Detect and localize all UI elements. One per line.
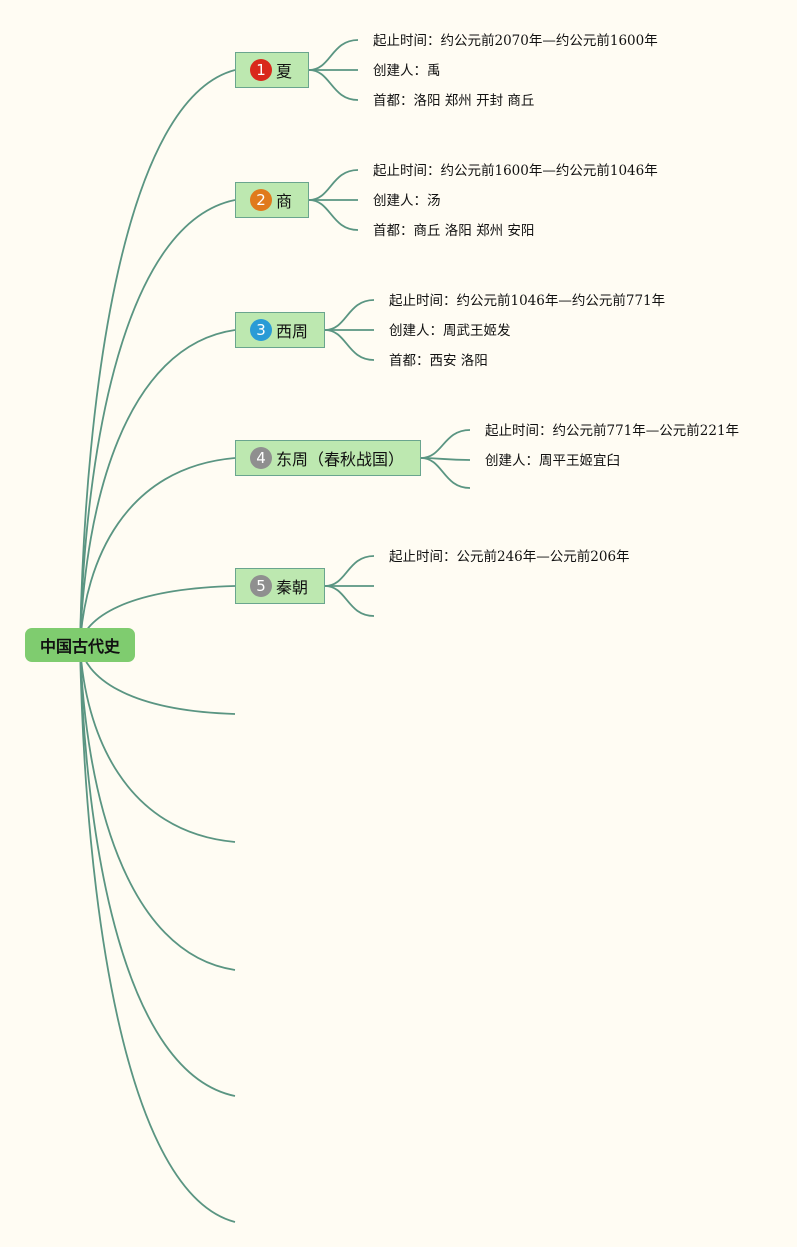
branch-topic-western-zhou[interactable]: 3 西周 [235, 312, 325, 348]
leaf-period[interactable]: 起止时间：约公元前2070年—约公元前1600年 [373, 33, 658, 49]
leaf-founder[interactable]: 创建人：周武王姬发 [389, 323, 511, 339]
number-badge-icon: 2 [250, 189, 272, 211]
leaf-period[interactable]: 起止时间：公元前246年—公元前206年 [389, 549, 630, 565]
leaf-founder[interactable]: 创建人：汤 [373, 193, 441, 209]
leaf-capital[interactable]: 首都：洛阳 郑州 开封 商丘 [373, 93, 535, 109]
branch-label: 东周（春秋战国） [276, 450, 405, 469]
branch-label: 秦朝 [276, 578, 309, 597]
leaf-period[interactable]: 起止时间：约公元前1600年—约公元前1046年 [373, 163, 658, 179]
leaf-link-5-3 [324, 585, 375, 617]
root-link-8 [79, 644, 236, 971]
branch-label: 西周 [276, 322, 309, 341]
number-badge-icon: 3 [250, 319, 272, 341]
leaf-link-2-1 [308, 169, 359, 201]
leaf-capital[interactable]: 首都：商丘 洛阳 郑州 安阳 [373, 223, 535, 239]
leaf-period[interactable]: 起止时间：约公元前771年—公元前221年 [485, 423, 740, 439]
root-link-2 [79, 199, 236, 646]
number-badge-icon: 4 [250, 447, 272, 469]
leaf-link-3-1 [324, 299, 375, 331]
number-badge-icon: 5 [250, 575, 272, 597]
leaf-link-1-3 [308, 69, 359, 101]
root-link-7 [79, 644, 236, 843]
leaf-link-5-1 [324, 555, 375, 587]
leaf-link-4-1 [420, 429, 471, 459]
branch-topic-qin[interactable]: 5 秦朝 [235, 568, 325, 604]
root-link-9 [79, 644, 236, 1097]
branch-topic-shang[interactable]: 2 商 [235, 182, 309, 218]
leaf-period[interactable]: 起止时间：约公元前1046年—约公元前771年 [389, 293, 666, 309]
leaf-link-3-3 [324, 329, 375, 361]
branch-label: 夏 [276, 62, 293, 81]
root-link-4 [79, 457, 236, 646]
leaf-founder[interactable]: 创建人：禹 [373, 63, 441, 79]
leaf-link-1-1 [308, 39, 359, 71]
leaf-link-2-3 [308, 199, 359, 231]
root-topic[interactable]: 中国古代史 [25, 628, 135, 662]
root-link-3 [79, 329, 236, 646]
root-link-10 [79, 644, 236, 1223]
number-badge-icon: 1 [250, 59, 272, 81]
branch-topic-xia[interactable]: 1 夏 [235, 52, 309, 88]
branch-topic-eastern-zhou[interactable]: 4 东周（春秋战国） [235, 440, 421, 476]
root-link-1 [79, 69, 236, 646]
leaf-founder[interactable]: 创建人：周平王姬宜臼 [485, 453, 620, 469]
leaf-capital[interactable]: 首都：西安 洛阳 [389, 353, 488, 369]
branch-label: 商 [276, 192, 293, 211]
root-topic-label: 中国古代史 [39, 637, 120, 656]
leaf-link-4-3 [420, 457, 471, 489]
